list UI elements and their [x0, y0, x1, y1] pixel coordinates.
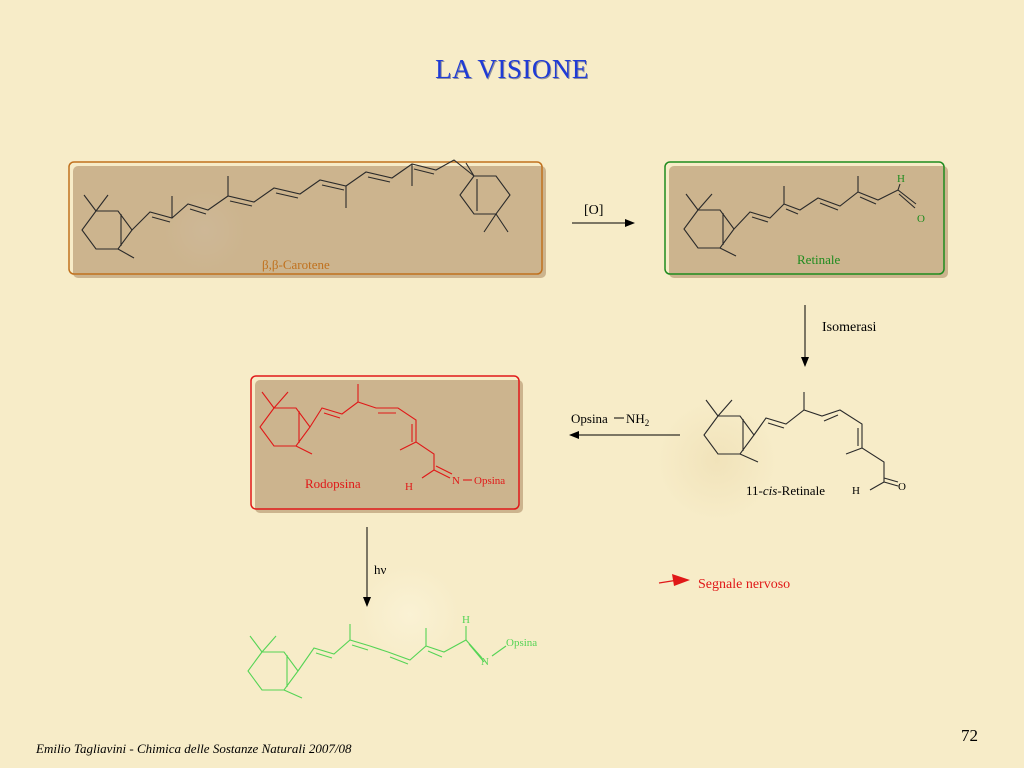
- carotene-name: -Carotene: [279, 257, 330, 272]
- opsin-reagent-name: Opsina: [571, 411, 608, 426]
- isomerase-arrow: Isomerasi: [801, 305, 877, 367]
- photo-product-structure: [247, 624, 507, 699]
- carotene-label: β,β-Carotene: [262, 257, 330, 272]
- cis-retinal-molecule: H O 11-cis-Retinale: [703, 392, 906, 498]
- light-arrow: hν: [363, 527, 387, 607]
- rhodopsin-label: Rodopsina: [305, 476, 361, 491]
- carotene-beta-2: β: [272, 257, 279, 272]
- photo-product-molecule: H N Opsina: [247, 614, 537, 699]
- slide-footer: Emilio Tagliavini - Chimica delle Sostan…: [36, 741, 352, 756]
- photo-product-atom-h: H: [462, 614, 470, 626]
- rhodopsin-structure: [259, 384, 472, 481]
- carotene-panel: β,β-Carotene: [68, 159, 546, 278]
- cis-retinal-atom-o: O: [898, 481, 906, 493]
- cis-retinal-prefix: 11-: [746, 483, 763, 498]
- retinal-label: Retinale: [797, 252, 841, 267]
- oxidation-label: [O]: [584, 203, 603, 218]
- opsin-amine-subscript: 2: [645, 418, 650, 428]
- page-number: 72: [961, 726, 978, 745]
- photo-product-atom-n: N: [481, 656, 489, 668]
- oxidation-arrow: [O]: [572, 203, 635, 227]
- cis-retinal-suffix: -Retinale: [777, 483, 825, 498]
- opsin-reagent-label: Opsina: [571, 411, 608, 426]
- rhodopsin-opsin-group: Opsina: [474, 475, 505, 487]
- cis-retinal-atom-h: H: [852, 485, 860, 497]
- retinal-panel: H O Retinale: [664, 161, 948, 278]
- carotene-structure: [81, 159, 511, 259]
- rhodopsin-panel: H N Opsina Rodopsina: [250, 375, 523, 513]
- rhodopsin-atom-n: N: [452, 475, 460, 487]
- opsin-amine-label: NH2: [626, 411, 649, 428]
- opsin-arrow: Opsina NH2: [569, 411, 680, 439]
- light-label: hν: [374, 562, 387, 577]
- rhodopsin-atom-h: H: [405, 481, 413, 493]
- cis-retinal-structure: [703, 392, 899, 491]
- opsin-amine-nh: NH: [626, 411, 645, 426]
- signal-label: Segnale nervoso: [698, 577, 790, 592]
- cis-retinal-italic: cis: [763, 483, 777, 498]
- retinal-atom-o: O: [917, 213, 925, 225]
- signal-indicator: Segnale nervoso: [658, 574, 790, 592]
- carotene-separator: ,: [269, 257, 272, 272]
- isomerase-label: Isomerasi: [822, 320, 877, 335]
- cis-retinal-label: 11-cis-Retinale: [746, 483, 825, 498]
- carotene-beta-1: β: [262, 257, 269, 272]
- slide-title: LA VISIONE: [435, 54, 589, 84]
- photo-product-opsin-group: Opsina: [506, 637, 537, 649]
- retinal-structure: [683, 176, 917, 257]
- retinal-atom-h: H: [897, 173, 905, 185]
